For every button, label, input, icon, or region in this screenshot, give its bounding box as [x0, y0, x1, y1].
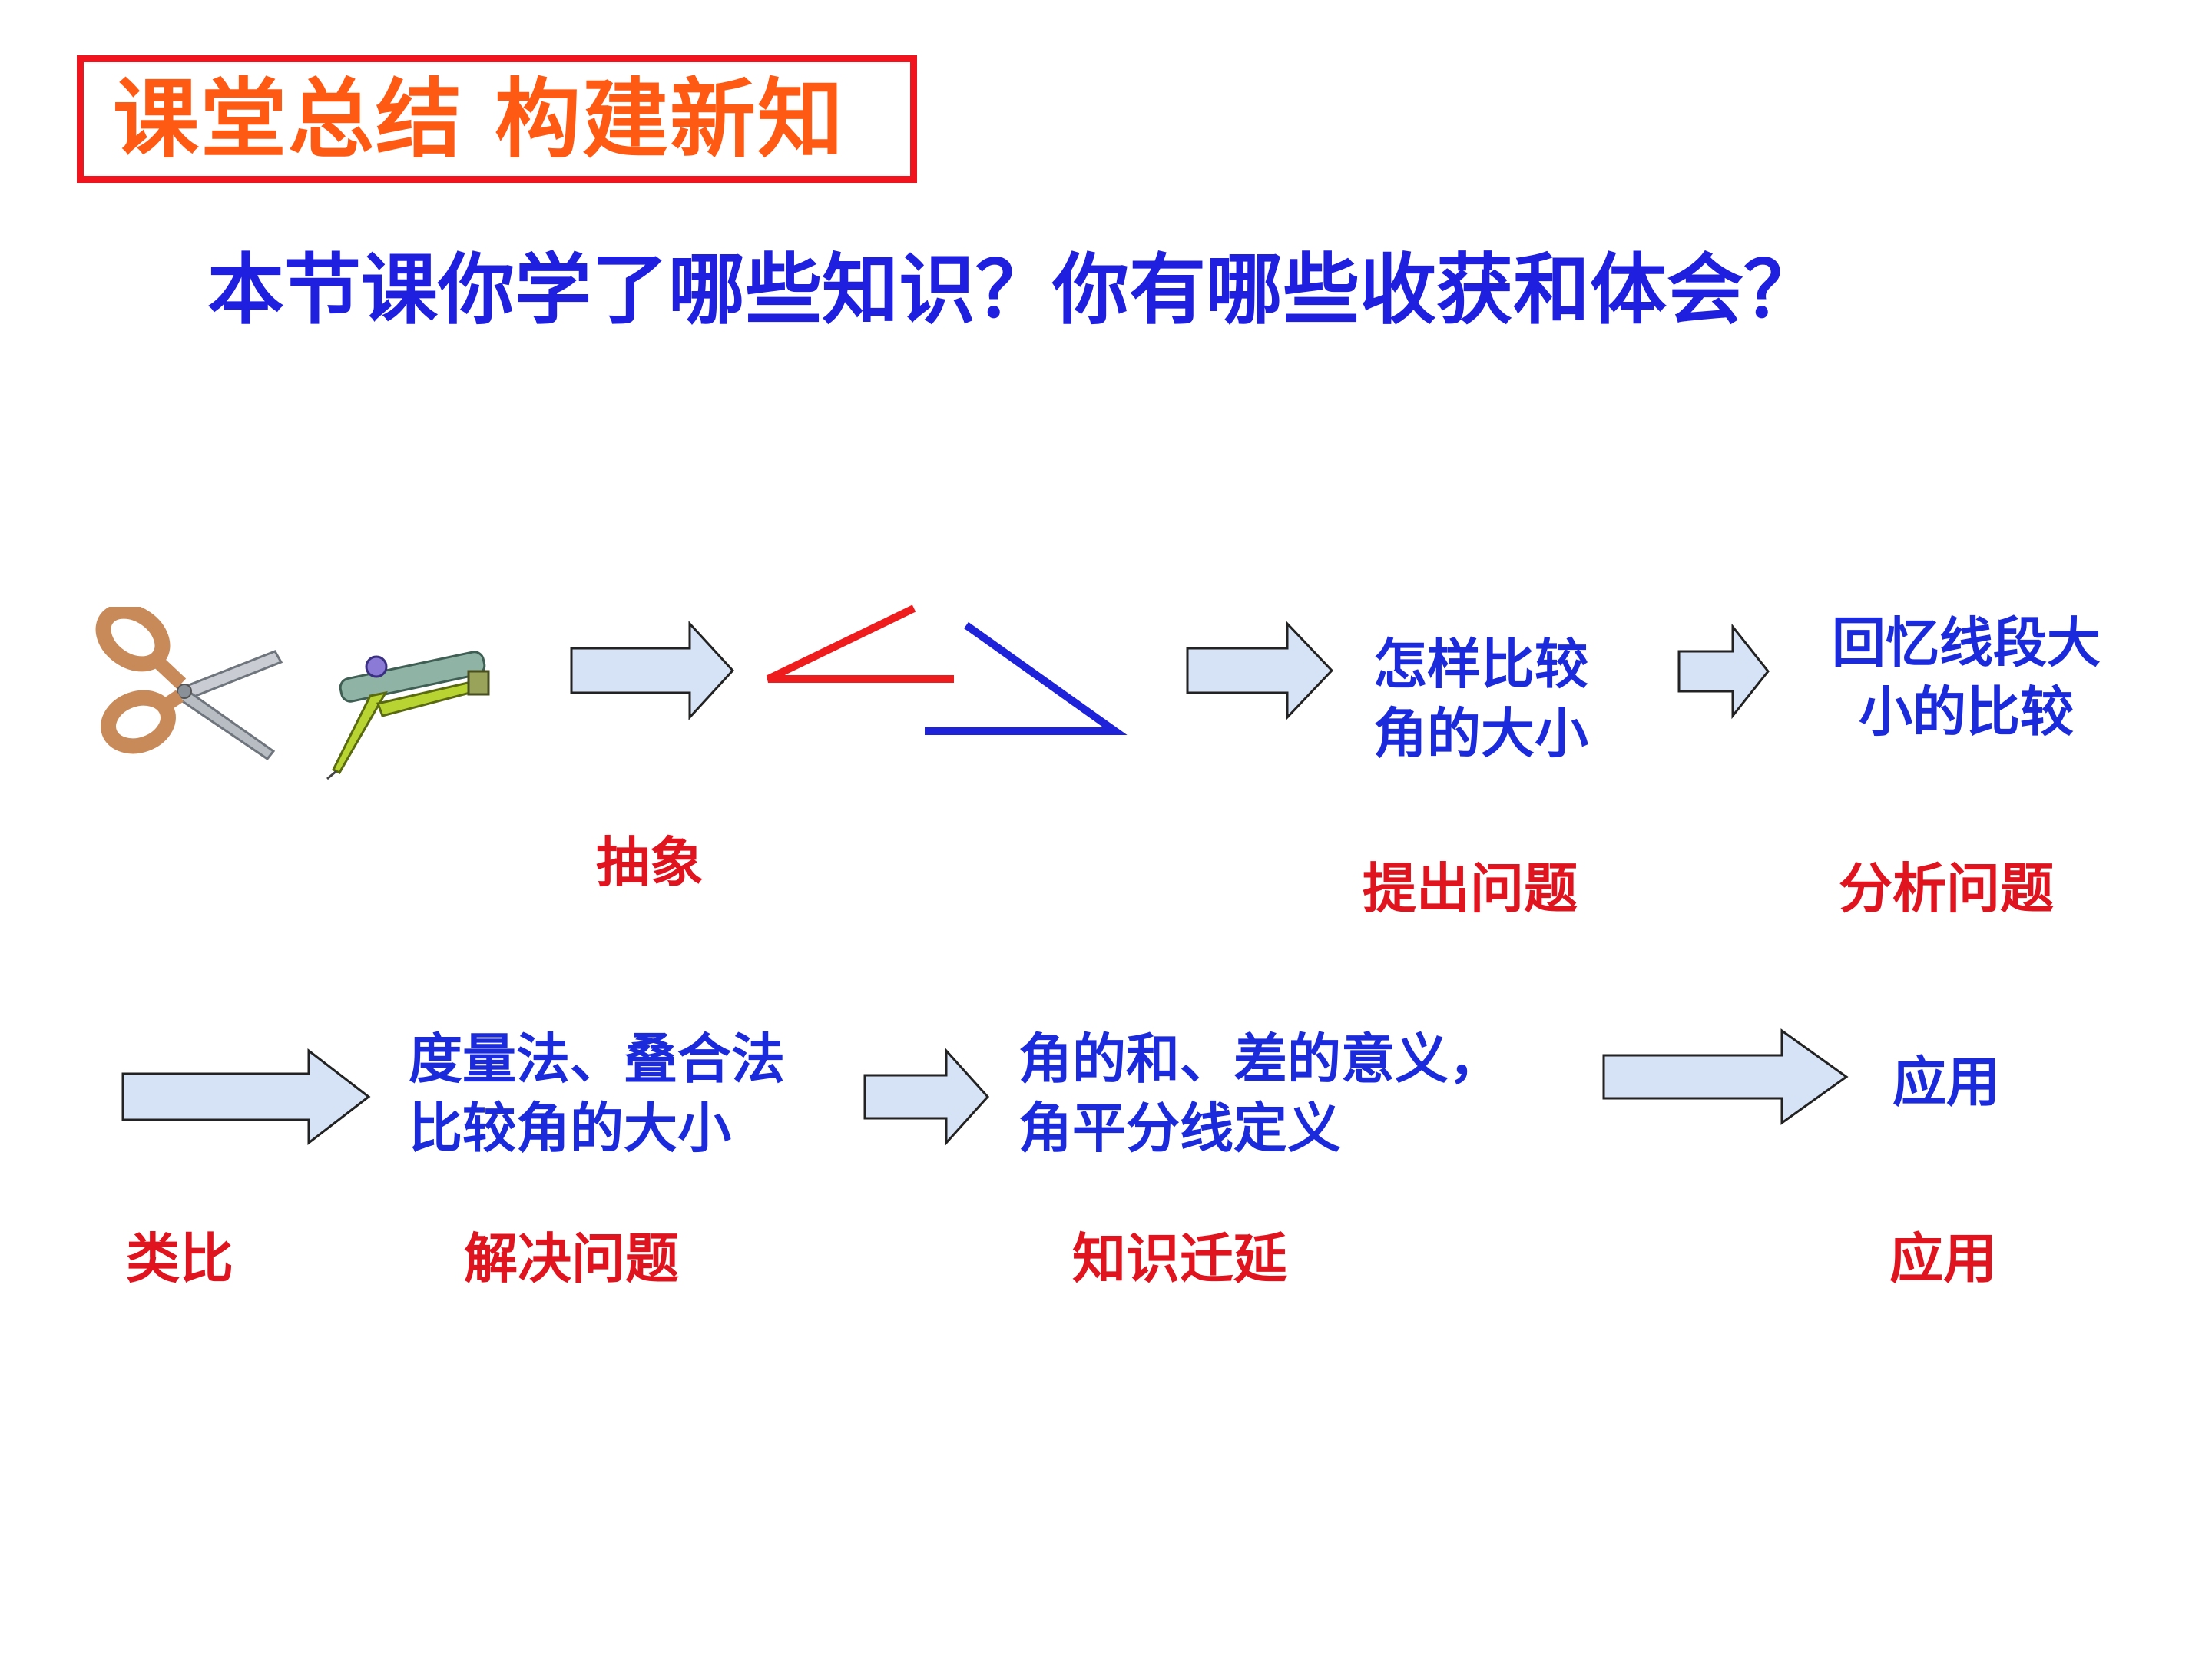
flow-arrow-extend	[863, 1048, 990, 1146]
methods-line-1: 度量法、叠合法	[409, 1028, 785, 1091]
methods-line-2: 比较角的大小	[409, 1097, 731, 1160]
problem-text: 怎样比较 角的大小	[1373, 630, 1588, 768]
label-solve-question: 解决问题	[464, 1227, 679, 1290]
angle-diagram	[766, 604, 1128, 735]
meaning-line-2: 角平分线定义	[1018, 1097, 1341, 1160]
label-abstract: 抽象	[596, 831, 704, 894]
analysis-line-1: 回忆线段大	[1832, 611, 2101, 674]
label-apply: 应用	[1889, 1227, 1997, 1290]
summary-question: 本节课你学了哪些知识？你有哪些收获和体会？	[207, 245, 1820, 335]
label-analogy: 类比	[126, 1227, 233, 1290]
flow-arrow-abstract	[570, 621, 735, 720]
analysis-text: 回忆线段大 小的比较	[1820, 608, 2112, 747]
scissors-icon	[95, 607, 283, 761]
problem-line-2: 角的大小	[1373, 702, 1588, 765]
compass-icon	[326, 651, 490, 780]
flow-arrow-analogy	[121, 1048, 371, 1146]
red-angle	[766, 604, 954, 683]
meaning-line-1: 角的和、差的意义，	[1018, 1028, 1502, 1091]
blue-angle	[925, 621, 1128, 735]
apply-text: 应用	[1892, 1051, 2000, 1114]
flow-arrow-apply	[1602, 1028, 1849, 1125]
problem-line-1: 怎样比较	[1373, 633, 1588, 696]
analysis-line-2: 小的比较	[1859, 680, 2074, 743]
flow-arrow-analyze	[1677, 623, 1770, 720]
meaning-text: 角的和、差的意义， 角平分线定义	[1018, 1025, 1502, 1163]
flow-arrow-pose	[1186, 621, 1334, 720]
label-analyze-question: 分析问题	[1839, 857, 2054, 920]
methods-text: 度量法、叠合法 比较角的大小	[409, 1025, 785, 1163]
label-knowledge-extend: 知识迁延	[1072, 1227, 1287, 1290]
label-pose-question: 提出问题	[1363, 857, 1578, 920]
title-box: 课堂总结 构建新知	[77, 55, 917, 183]
page-title: 课堂总结 构建新知	[113, 70, 845, 170]
